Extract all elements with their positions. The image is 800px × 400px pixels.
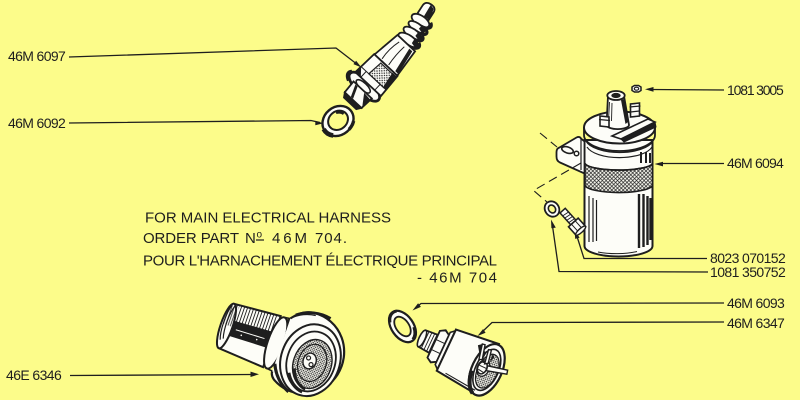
svg-text:46M: 46M <box>272 230 308 247</box>
svg-text:46M 6094: 46M 6094 <box>727 155 784 171</box>
svg-text:N: N <box>245 230 257 247</box>
svg-text:46M 6092: 46M 6092 <box>8 115 66 131</box>
svg-text:46M 6093: 46M 6093 <box>727 295 785 311</box>
svg-text:704.: 704. <box>315 230 348 247</box>
svg-text:POUR L'HARNACHEMENT ÉLECTRIQUE: POUR L'HARNACHEMENT ÉLECTRIQUE PRINCIPAL <box>143 253 498 270</box>
svg-text:8023 070152: 8023 070152 <box>710 250 786 266</box>
svg-text:1081 350752: 1081 350752 <box>710 264 786 280</box>
svg-text:46M 6097: 46M 6097 <box>8 48 66 64</box>
svg-text:o: o <box>257 230 264 241</box>
svg-text:- 46M 704: - 46M 704 <box>417 270 498 287</box>
svg-text:ORDER PART: ORDER PART <box>143 230 240 247</box>
svg-text:46E 6346: 46E 6346 <box>6 367 62 383</box>
svg-text:FOR MAIN ELECTRICAL HARNESS: FOR MAIN ELECTRICAL HARNESS <box>145 210 392 227</box>
svg-text:46M 6347: 46M 6347 <box>727 315 785 331</box>
svg-text:1081 3005: 1081 3005 <box>727 82 784 98</box>
